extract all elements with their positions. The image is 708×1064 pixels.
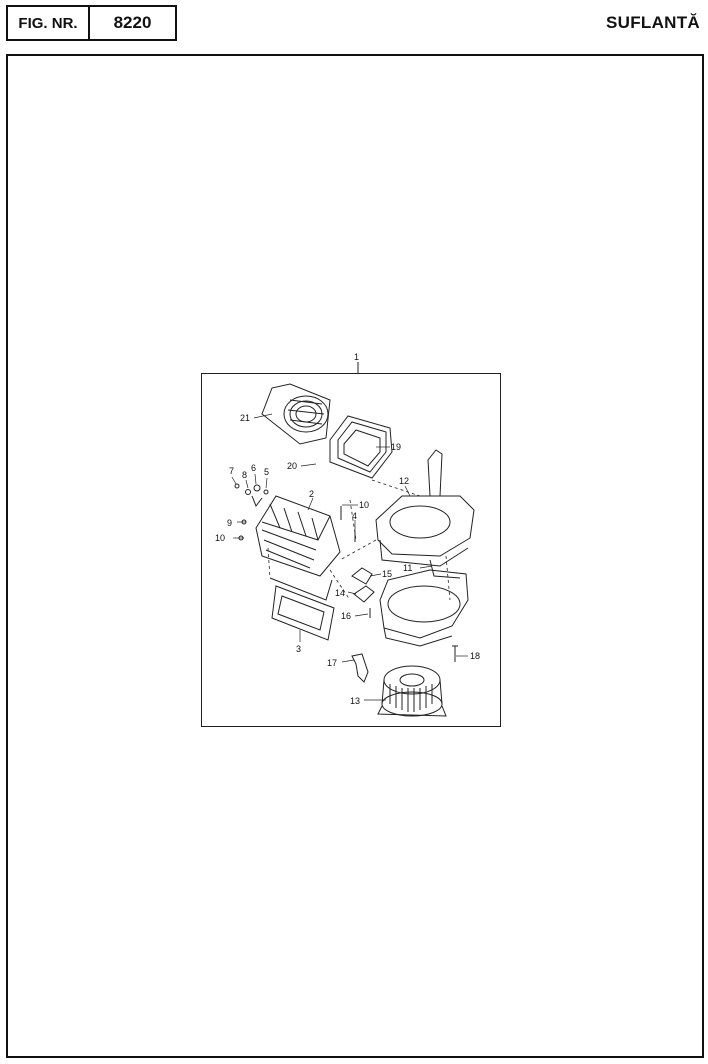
callout-21: 21 [240, 413, 250, 423]
small-hardware [234, 483, 356, 542]
callout-5: 5 [264, 467, 269, 477]
figure-number-box: FIG. NR. 8220 [6, 5, 177, 41]
callout-19: 19 [391, 442, 401, 452]
callout-2: 2 [309, 489, 314, 499]
callout-16: 16 [341, 611, 351, 621]
callout-13: 13 [350, 696, 360, 706]
callout-9: 9 [227, 518, 232, 528]
part-12-upper-case [375, 449, 475, 567]
callout-18: 18 [470, 651, 480, 661]
assembly-guides [267, 479, 451, 601]
callout-4: 4 [352, 511, 357, 521]
part-18-screw [452, 645, 458, 662]
callout-12: 12 [399, 476, 409, 486]
part-14-15-16-bracket [351, 567, 375, 618]
callout-3: 3 [296, 644, 301, 654]
part-19-housing [329, 415, 393, 479]
callout-10-upper: 10 [359, 500, 369, 510]
callout-1: 1 [354, 352, 359, 362]
callout-6: 6 [251, 463, 256, 473]
callout-7: 7 [229, 466, 234, 476]
diagram-frame [201, 373, 501, 727]
figure-number: 8220 [113, 13, 152, 32]
callout-14: 14 [335, 588, 345, 598]
callout-leaders [231, 413, 468, 701]
page-frame [6, 54, 704, 1058]
callout-11: 11 [403, 563, 412, 573]
callout-8: 8 [242, 470, 247, 480]
callout-17: 17 [327, 658, 337, 668]
part-3-filter [271, 585, 335, 641]
figure-label: FIG. NR. [8, 7, 90, 39]
callout-15: 15 [382, 569, 392, 579]
callout-20: 20 [287, 461, 297, 471]
part-21-duct [261, 383, 331, 445]
part-2-grid-housing [255, 495, 341, 601]
page-title: SUFLANTĂ [606, 13, 700, 32]
part-11-lower-case [379, 559, 469, 647]
part-17-hose [351, 653, 369, 683]
part-13-blower [377, 665, 447, 717]
callout-10-lower: 10 [215, 533, 225, 543]
